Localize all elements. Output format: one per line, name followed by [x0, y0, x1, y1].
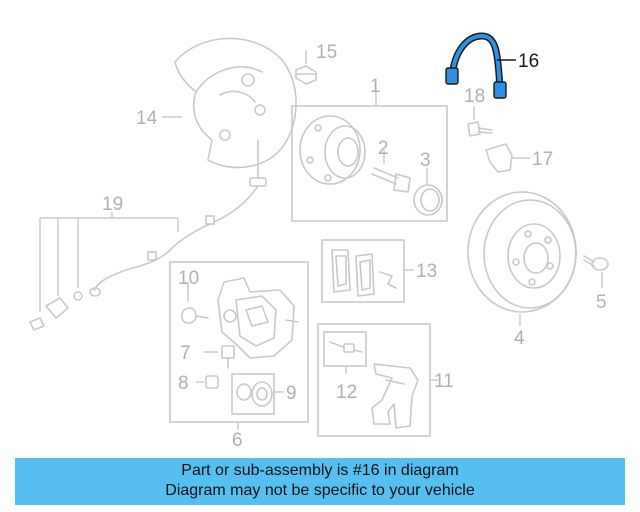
part-8-cap[interactable]: 8	[178, 373, 219, 394]
callout-17: 17	[532, 149, 553, 170]
info-banner: Part or sub-assembly is #16 in diagram D…	[15, 458, 625, 505]
part-3-hub-cap[interactable]: 3	[413, 150, 443, 216]
callout-15: 15	[316, 42, 337, 63]
callout-18: 18	[464, 86, 485, 107]
part-4-brake-rotor[interactable]: 4	[467, 191, 577, 349]
callout-3: 3	[420, 150, 431, 171]
banner-line-2: Diagram may not be specific to your vehi…	[165, 482, 475, 499]
part-11-caliper-bracket[interactable]	[371, 363, 419, 429]
callout-19: 19	[102, 194, 123, 215]
part-6-caliper[interactable]	[217, 277, 299, 359]
group-box-1	[291, 105, 448, 222]
callout-11: 11	[434, 371, 454, 392]
part-15-bolt[interactable]: 15	[295, 42, 337, 85]
part-12-guide-pins[interactable]: 12	[329, 341, 363, 403]
part-9-piston-seal[interactable]: 9	[236, 381, 297, 407]
hose-fitting-left	[445, 67, 459, 85]
part-17-bracket[interactable]: 17	[485, 143, 553, 173]
callout-13: 13	[416, 261, 437, 282]
callout-8: 8	[178, 373, 189, 394]
callout-6: 6	[232, 430, 243, 451]
callout-16: 16	[518, 51, 539, 72]
callout-1: 1	[370, 76, 381, 97]
group-box-9	[231, 373, 275, 415]
callout-9: 9	[286, 383, 297, 404]
part-13-brake-pads[interactable]: 13	[331, 249, 437, 297]
callout-14: 14	[136, 108, 158, 129]
group-box-6	[169, 261, 309, 423]
hose-fitting-right	[493, 81, 507, 99]
callout-10: 10	[178, 268, 199, 289]
parts-diagram: 14 15 1 2 3 16	[29, 32, 609, 451]
part-19-abs-sensor-cable[interactable]: 19	[29, 139, 267, 331]
callout-5: 5	[596, 292, 607, 313]
part-2-hub-bolt[interactable]: 2	[371, 138, 411, 193]
part-5-screw[interactable]: 5	[583, 255, 609, 313]
group-box-13	[321, 239, 405, 303]
part-1-wheel-hub[interactable]	[299, 115, 366, 185]
part-7-bleeder-screw[interactable]: 7	[180, 343, 235, 369]
callout-12: 12	[336, 382, 357, 403]
group-box-12	[323, 331, 367, 367]
part-18-bolt[interactable]: 18	[464, 86, 493, 137]
callout-2: 2	[378, 138, 389, 159]
part-16-brake-hose[interactable]: 16	[445, 32, 539, 99]
part-10-bleeder[interactable]: 10	[178, 268, 209, 324]
banner-line-1: Part or sub-assembly is #16 in diagram	[181, 462, 459, 479]
part-14-dust-shield[interactable]: 14	[136, 37, 297, 169]
callout-7: 7	[180, 343, 191, 364]
callout-4: 4	[514, 328, 525, 349]
